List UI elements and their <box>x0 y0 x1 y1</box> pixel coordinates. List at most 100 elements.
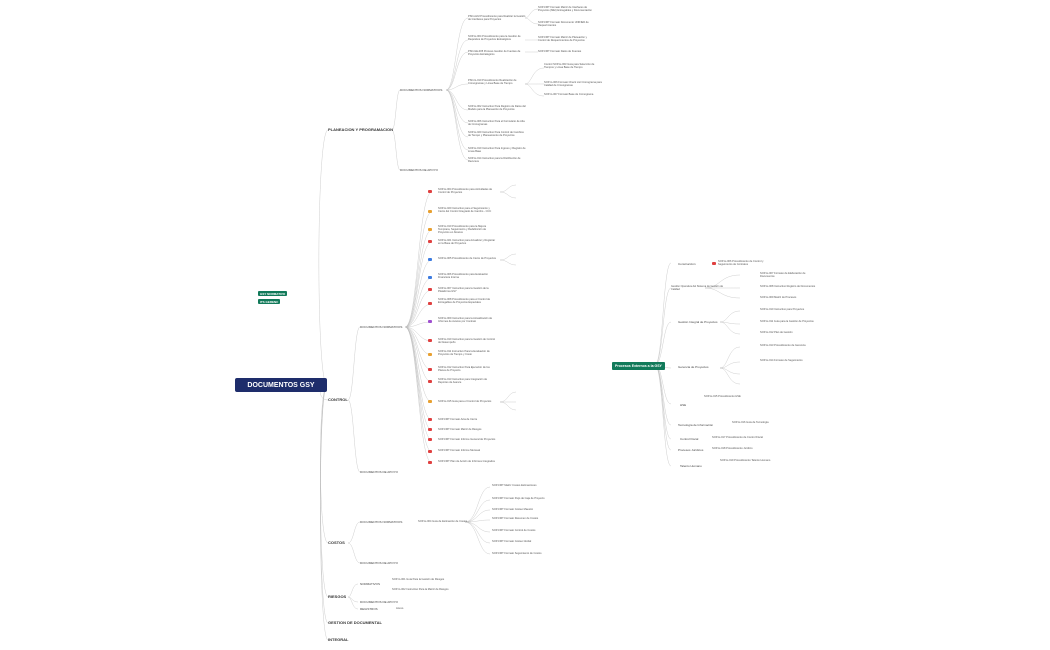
planeacion-subitem[interactable]: SOP-FMT Formato Matriz de Planeación y C… <box>538 36 587 43</box>
costos-subitem[interactable]: SOP-FMT Formato Costeo Global <box>492 540 532 543</box>
control-item[interactable]: SOP-H-020 Instructivo para el Seguimient… <box>438 207 492 214</box>
planeacion-subitem[interactable]: SOP-G-006 Formato Check List Cronograma … <box>544 81 602 88</box>
control-normativos[interactable]: DOCUMENTOS NORMATIVOS <box>360 325 403 329</box>
planeacion-subitem[interactable]: SOP-G-007 Formato Base de Cronograma <box>544 93 594 96</box>
right-category[interactable]: Procesos Jurídicos <box>678 448 704 452</box>
control-item[interactable]: SOP-FMT Formato Acta de Cierre <box>438 418 478 421</box>
status-icon <box>428 353 432 356</box>
branch-costos[interactable]: COSTOS <box>328 540 345 545</box>
control-item[interactable]: SOP-FMT Formato Informe Mensual <box>438 449 481 452</box>
right-category[interactable]: Gestión Operativa del Sistema de Gestión… <box>671 285 724 292</box>
status-icon <box>712 262 716 265</box>
right-category[interactable]: Construcción <box>678 262 696 266</box>
right-item[interactable]: SOP-H-010 Instructivo para Proyectos <box>760 308 805 311</box>
planeacion-item[interactable]: SOP-H-010 Instructivo Para Ingreso y Reg… <box>468 147 526 154</box>
planeacion-item[interactable]: SOP-H-014 Instructivo para la Distribuci… <box>468 157 521 164</box>
riesgos-apoyo[interactable]: DOCUMENTOS DE APOYO <box>360 600 398 604</box>
branch-control[interactable]: CONTROL <box>328 397 348 402</box>
right-category[interactable]: Gestión Integral de Proyectos <box>678 320 718 324</box>
planeacion-item[interactable]: SOP-H-020 Instructivo Para Control de Ca… <box>468 131 524 138</box>
costos-normativos[interactable]: DOCUMENTOS NORMATIVOS <box>360 520 403 524</box>
control-item[interactable]: SOP-H-007 Instructivo para la Gestión de… <box>438 287 489 294</box>
right-item[interactable]: SOP-H-017 Procedimiento de Control Fisca… <box>712 436 763 439</box>
control-apoyo[interactable]: DOCUMENTOS DE APOYO <box>360 470 398 474</box>
riesgos-item[interactable]: SOP-G-002 Instructivo Para la Matriz de … <box>392 588 449 591</box>
costos-subitem[interactable]: SOP-FMT Formato Seguimiento de Costos <box>492 552 542 555</box>
costos-item[interactable]: SOP-H-004 Guía de Estimación de Costos <box>418 520 468 523</box>
control-item[interactable]: SOP-H-004 Procedimiento para Actividades… <box>438 188 493 195</box>
planeacion-item[interactable]: PSN-ALM Procedimiento para Realizar la G… <box>468 15 526 22</box>
planeacion-subitem[interactable]: SOP-FMT Formato Documento UNIFIED de Req… <box>538 21 589 28</box>
tag-normativo[interactable]: GSY NORMATIVO <box>258 291 288 296</box>
control-item[interactable]: SOP-H-006 Procedimiento para Evaluación … <box>438 273 489 280</box>
costos-subitem[interactable]: SOP-FMT Formato Control de Costos <box>492 529 536 532</box>
control-item[interactable]: SOP-H-010 Procedimiento para la Mejora T… <box>438 225 487 235</box>
control-item[interactable]: SOP-H-011 Instructivo Para la Evaluación… <box>438 350 490 357</box>
status-icon <box>428 461 432 464</box>
right-category[interactable]: Tecnología de Información <box>678 423 714 427</box>
right-item[interactable]: SOP-H-012 Plan de Gestión <box>760 331 793 334</box>
control-item[interactable]: SOP-FMT Plan de Acción de Informes Integ… <box>438 460 495 463</box>
root-node[interactable]: DOCUMENTOS GSY <box>235 378 327 392</box>
right-item[interactable]: SOP-H-015 Procedimiento HSE <box>704 395 741 398</box>
branch-planeacion[interactable]: PLANEACION Y PROGRAMACION <box>328 127 393 132</box>
status-icon <box>428 190 432 193</box>
riesgos-registros[interactable]: REGISTROS <box>360 607 378 611</box>
control-item[interactable]: SOP-H-021 Instructivo para Actualizar y … <box>438 239 496 246</box>
right-item[interactable]: SOP-H-014 Formato de Seguimiento <box>760 359 803 362</box>
status-icon <box>428 228 432 231</box>
tag-gerenc[interactable]: ITS GERENC <box>258 299 281 304</box>
control-item[interactable]: SOP-H-015 Guía para el Control de Proyec… <box>438 400 492 403</box>
planeacion-normativos[interactable]: DOCUMENTOS NORMATIVOS <box>400 88 443 92</box>
right-item[interactable]: SOP-H-018 Procedimiento Jurídico <box>712 447 753 450</box>
control-item[interactable]: SOP-H-005 Procedimiento de Cierre de Pro… <box>438 257 496 260</box>
costos-apoyo[interactable]: DOCUMENTOS DE APOYO <box>360 561 398 565</box>
control-item[interactable]: SOP-H-012 Instructivo Para Ejecución de … <box>438 366 490 373</box>
control-item[interactable]: SOP-H-008 Procedimiento para el Control … <box>438 298 491 305</box>
planeacion-item[interactable]: SOP-H-004 Procedimiento para la Gestión … <box>468 35 521 42</box>
planeacion-subitem[interactable]: SOP-FMT Formato Datos de Fuentes <box>538 50 582 53</box>
status-icon <box>428 210 432 213</box>
right-category[interactable]: Gerencia de Proyectos <box>678 365 709 369</box>
control-item[interactable]: SOP-H-013 Instructivo para Integración d… <box>438 378 488 385</box>
costos-subitem[interactable]: SOP-FMT Formato Flujo de Caja de Proyect… <box>492 497 545 500</box>
planeacion-item[interactable]: SOP-H-006 Instructivo Para el Formulario… <box>468 120 525 127</box>
planeacion-item[interactable]: PSN-G-010 Procedimiento Realización de C… <box>468 79 517 86</box>
control-item[interactable]: SOP-FMT Formato Matriz de Riesgos <box>438 428 482 431</box>
right-root-node[interactable]: Procesos Externos a la GSY <box>612 362 665 370</box>
control-item[interactable]: SOP-H-010 Instructivo para la Gestión de… <box>438 338 495 345</box>
planeacion-apoyo[interactable]: DOCUMENTOS DE APOYO <box>400 168 438 172</box>
riesgos-item[interactable]: Anexo <box>396 607 404 610</box>
status-icon <box>428 302 432 305</box>
control-item[interactable]: SOP-H-009 Instructivo para la Actualizac… <box>438 317 493 324</box>
right-category[interactable]: Control Fiscal <box>680 437 699 441</box>
right-item[interactable]: SOP-H-011 Guía para la Gestión de Proyec… <box>760 320 814 323</box>
status-icon <box>428 418 432 421</box>
right-item[interactable]: SOP-H-019 Procedimiento Talento Humano <box>720 459 771 462</box>
planeacion-item[interactable]: SOP-H-002 Instructivo Para Registro de D… <box>468 105 526 112</box>
right-item[interactable]: SOP-H-007 Formato de Elaboración de Docu… <box>760 272 806 279</box>
right-item[interactable]: SOP-H-013 Procedimiento de Gerencia <box>760 344 806 347</box>
planeacion-item[interactable]: PSN-GE-005 Proceso Gestión de Fuentes de… <box>468 50 521 57</box>
costos-subitem[interactable]: SOP-FMT Matriz Costeo Estimaciones <box>492 484 537 487</box>
costos-subitem[interactable]: SOP-FMT Formato Resumen de Costos <box>492 517 539 520</box>
planeacion-subitem[interactable]: SOP-FMT Formato Matriz de Interfaces de … <box>538 6 592 13</box>
branch-riesgos[interactable]: RIESGOS <box>328 594 347 599</box>
status-icon <box>428 428 432 431</box>
costos-subitem[interactable]: SOP-FMT Formato Costeo Maestro <box>492 508 534 511</box>
right-item[interactable]: SOP-H-016 Guía de Tecnología <box>732 421 769 424</box>
right-item[interactable]: SOP-H-009 Matriz de Procesos <box>760 296 797 299</box>
riesgos-item[interactable]: SOP-G-001 Guía Para la Gestión de Riesgo… <box>392 578 445 581</box>
right-item[interactable]: SOP-H-006 Procedimiento de Control y Seg… <box>718 260 764 267</box>
status-icon <box>428 240 432 243</box>
control-item[interactable]: SOP-FMT Formato Informe General de Proye… <box>438 438 496 441</box>
status-icon <box>428 380 432 383</box>
branch-gestion[interactable]: GESTION DE DOCUMENTAL <box>328 620 382 625</box>
right-category[interactable]: HSE <box>680 403 687 407</box>
branch-integral[interactable]: INTEGRAL <box>328 637 349 642</box>
riesgos-normativos[interactable]: NORMATIVOS <box>360 582 380 586</box>
right-item[interactable]: SOP-H-008 Instructivo Registro de Docume… <box>760 285 816 288</box>
right-category[interactable]: Talento Humano <box>680 464 702 468</box>
planeacion-subitem[interactable]: Control SOP-H-003 Guía para Selección de… <box>544 63 595 70</box>
